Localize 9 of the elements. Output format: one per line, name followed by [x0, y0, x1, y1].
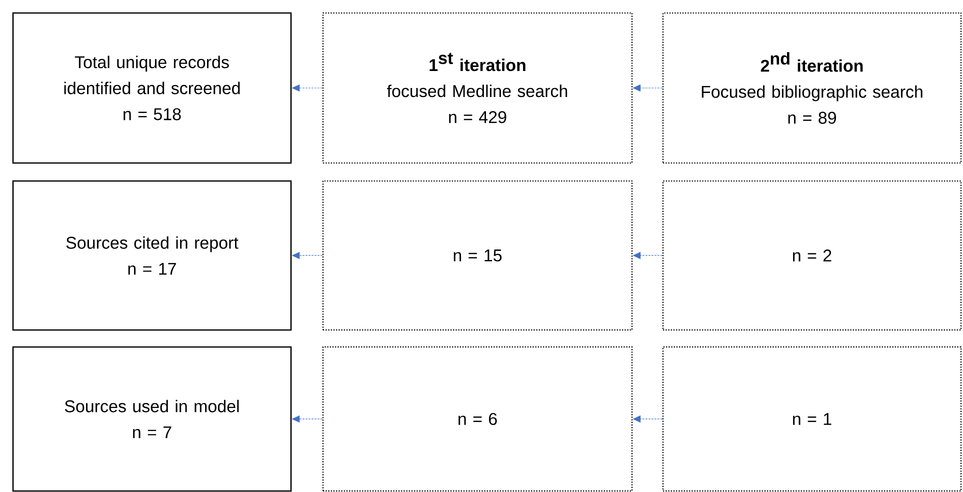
search-box: $\textbf{2}^{\textbf{nd}}\textbf{ iteration}$ Focused bibliographic search n = 89 [662, 12, 962, 164]
search-box: n = 2 [662, 180, 962, 331]
search-box: n = 6 [322, 346, 633, 492]
search-box: $\textbf{1}^{\textbf{st}}\textbf{ iteration}$ focused Medline search n = 429 [322, 12, 633, 164]
search-box: n = 1 [662, 346, 962, 492]
source-box: Sources used in model n = 7 [12, 346, 292, 492]
source-box: Sources cited in report n = 17 [12, 180, 292, 331]
search-box: n = 15 [322, 180, 633, 331]
source-box: Total unique records identified and screened n = 518 [12, 12, 292, 164]
